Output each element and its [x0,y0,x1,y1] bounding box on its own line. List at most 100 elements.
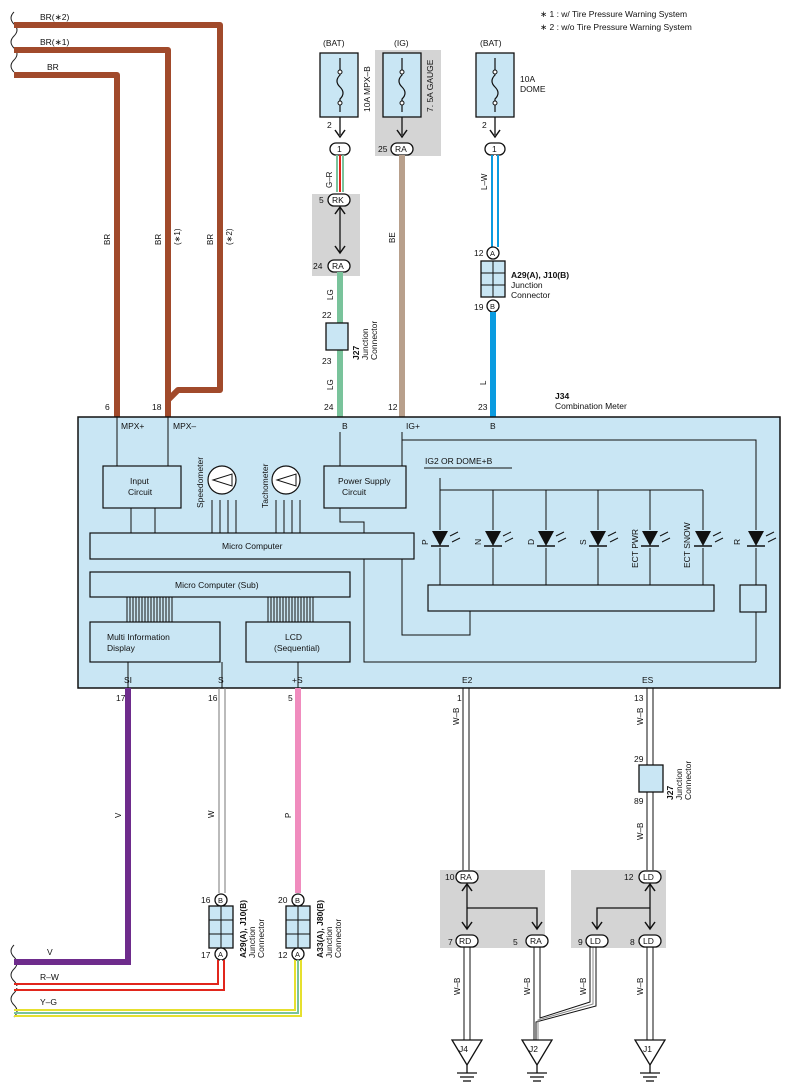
conn-mpx-1-label: 1 [337,144,342,154]
micro-computer-label: Micro Computer [222,541,283,551]
j27-bot-box [638,764,664,793]
conn-ra5 [525,934,549,948]
tachometer-label: Tachometer [260,463,270,508]
led-r-label: R [732,539,742,545]
j27-top-id: J27 [351,346,361,360]
label-rw: R–W [40,972,59,982]
a29-top-id: A29(A), J10(B) [511,270,569,280]
ld12-pin: 12 [624,872,634,882]
label-igp: IG+ [406,421,420,431]
fuse-mpx-source: (BAT) [323,38,345,48]
note-2: ∗ 2 : w/o Tire Pressure Warning System [540,22,692,32]
conn-ld9 [585,934,609,948]
power-supply-l1: Power Supply [338,476,391,486]
input-circuit-l1: Input [130,476,150,486]
label-br: BR [47,62,59,72]
label-wb-rd: W–B [453,978,462,995]
a29-top-pin-b: 19 [474,302,484,312]
led-d: D [526,531,567,547]
bus-lcd [267,597,314,622]
micro-computer-box [89,532,415,560]
a29-bot-pin-b: 17 [201,950,211,960]
a29-top-line2: Connector [511,290,550,300]
label-mpxp: MPX+ [121,421,144,431]
label-gr: G–R [325,171,334,188]
label-yg: Y–G [40,997,57,1007]
label-wb-e2: W–B [452,708,461,725]
label-w: W [207,810,216,818]
led-d-label: D [526,539,536,545]
fuse-mpx-name: 10A MPX–B [362,66,372,112]
input-circuit-l2: Circuit [128,487,153,497]
ground-j1-label: J1 [643,1044,652,1054]
conn-ld12-label: LD [643,872,654,882]
pin-5: 5 [288,693,293,703]
led-driver-box [427,584,715,612]
label-e2: E2 [462,675,473,685]
fuse-dome-name-2: DOME [520,84,546,94]
a29-bot-line1: Junction [247,926,257,958]
ra24-pin: 24 [313,261,323,271]
fuse-dome-name-1: 10A [520,74,535,84]
wire-br [14,72,120,420]
r-led-driver-box [739,584,767,613]
pin-16: 16 [208,693,218,703]
label-s: S [218,675,224,685]
label-v-left: V [47,947,53,957]
fuse-dome-source: (BAT) [480,38,502,48]
label-si: SI [124,675,132,685]
led-ect-pwr: ECT PWR [630,529,671,568]
ground-j4-label: J4 [459,1044,468,1054]
meter-pin-24: 24 [324,402,334,412]
label-wb-es2: W–B [636,823,645,840]
a29-top-conn-a-label: A [490,249,495,258]
j27-bot-pin-a: 29 [634,754,644,764]
led-n-label: N [473,539,483,545]
a29-bot-conn-b-label: B [218,896,223,905]
j27-top-box [325,322,349,351]
pin-1: 1 [457,693,462,703]
j27-bot-pin-b: 89 [634,796,644,806]
a33-bot-conn-b-label: B [295,896,300,905]
label-wb-es: W–B [636,708,645,725]
label-l: L [479,380,488,385]
wire-rw [14,960,225,991]
fuse-mpx-symbol [336,58,344,112]
label-b1: B [342,421,348,431]
label-lg-lower: LG [326,379,335,390]
speedometer-label: Speedometer [195,457,205,508]
wire-wb-ld8 [646,947,654,1040]
led-ect-snow-label: ECT SNOW [682,522,692,568]
ra5-pin: 5 [513,937,518,947]
label-br1: BR(∗1) [40,37,69,47]
speedometer-gauge [207,465,237,495]
multi-info-l2: Display [107,643,136,653]
bus-multi-info [126,597,173,622]
multi-info-box [89,621,221,663]
wire-br1 [14,47,171,420]
shade-ra-rd [440,870,545,948]
ra10-pin: 10 [445,872,455,882]
conn-dome-1-label: 1 [492,144,497,154]
j27-bot-line1: Junction [674,768,684,800]
led-n: N [473,531,514,547]
conn-rd7 [455,934,479,948]
label-es: ES [642,675,654,685]
rd7-pin: 7 [448,937,453,947]
a33-bot-conn-a-label: A [295,950,300,959]
label-lg-upper: LG [326,289,335,300]
label-p: P [284,813,293,818]
conn-rk [327,193,351,207]
fuse-gauge-source: (IG) [394,38,409,48]
multi-info-l1: Multi Information [107,632,170,642]
tachometer-gauge [271,465,301,495]
led-s: S [578,531,619,547]
conn-gauge-ra-label: RA [395,144,407,154]
conn-rk-label: RK [332,195,344,205]
meter-id: J34 [555,391,569,401]
power-supply-box [323,465,407,509]
rk-pin: 5 [319,195,324,205]
ground-j2-label: J2 [529,1044,538,1054]
led-p-label: P [420,539,430,545]
